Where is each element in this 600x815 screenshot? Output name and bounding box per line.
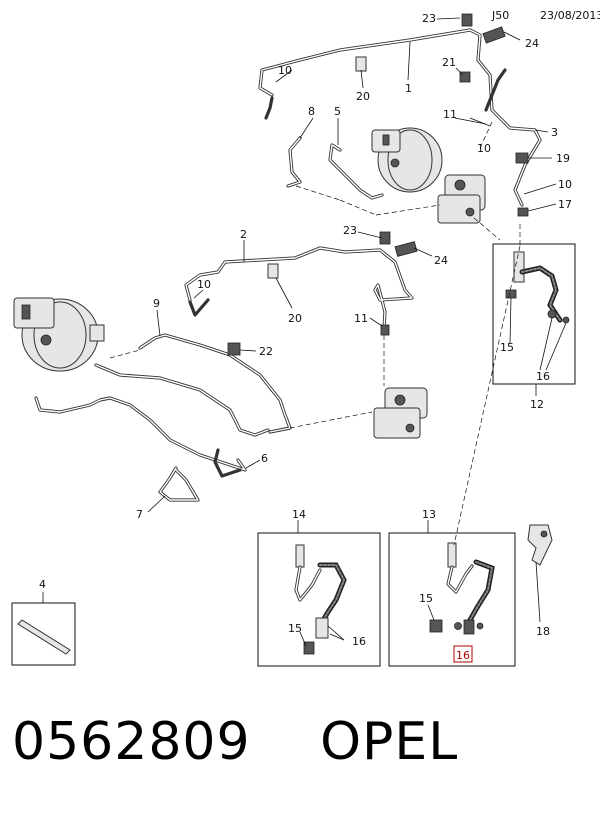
callout-17: 17 bbox=[558, 198, 572, 211]
callout-9: 9 bbox=[153, 297, 160, 310]
callout-12: 12 bbox=[530, 398, 544, 411]
callout-16-box12: 16 bbox=[536, 370, 550, 383]
highlight-box-16 bbox=[453, 645, 473, 663]
abs-unit-upper bbox=[437, 174, 486, 224]
callout-21: 21 bbox=[442, 56, 456, 69]
callout-22: 22 bbox=[259, 345, 273, 358]
callout-10: 10 bbox=[278, 64, 292, 77]
callout-15-box14: 15 bbox=[288, 622, 302, 635]
fitting-20-mid bbox=[267, 263, 279, 279]
upper-brake-pipe-assembly bbox=[258, 28, 542, 207]
fitting-22 bbox=[227, 342, 241, 356]
clip-24-mid bbox=[394, 241, 418, 257]
diagram-code: J50 bbox=[491, 9, 509, 22]
fitting-21 bbox=[459, 71, 471, 83]
diagram-date: 23/08/2013 bbox=[540, 9, 600, 22]
brake-lines-exploded-diagram: J50 23/08/2013 bbox=[11, 9, 600, 667]
callout-24: 24 bbox=[525, 37, 539, 50]
detail-box-13 bbox=[388, 532, 516, 667]
callout-14: 14 bbox=[292, 508, 306, 521]
hose-assembly-12 bbox=[505, 251, 570, 324]
callout-20: 20 bbox=[356, 90, 370, 103]
callout-7: 7 bbox=[136, 508, 143, 521]
hose-assembly-13 bbox=[429, 542, 495, 635]
fitting-20-upper bbox=[355, 56, 367, 72]
callout-16-box14: 16 bbox=[352, 635, 366, 648]
callout-24-mid: 24 bbox=[434, 254, 448, 267]
callout-23-mid: 23 bbox=[343, 224, 357, 237]
callout-6: 6 bbox=[261, 452, 268, 465]
detail-box-4 bbox=[11, 602, 76, 666]
callout-3: 3 bbox=[551, 126, 558, 139]
part-number: 0562809 bbox=[12, 712, 251, 772]
callout-10-mid: 10 bbox=[197, 278, 211, 291]
fitting-17 bbox=[517, 207, 529, 217]
brand-name: OPEL bbox=[320, 712, 459, 772]
callout-10-right: 10 bbox=[558, 178, 572, 191]
callout-20-mid: 20 bbox=[288, 312, 302, 325]
brake-booster-upper bbox=[371, 127, 443, 193]
callout-18: 18 bbox=[536, 625, 550, 638]
callout-23: 23 bbox=[422, 12, 436, 25]
middle-leader-lines bbox=[109, 217, 501, 513]
clip-23-mid bbox=[379, 231, 391, 245]
fitting-11-mid bbox=[380, 324, 390, 336]
detail-box-14 bbox=[257, 532, 381, 667]
sleeve-4 bbox=[17, 619, 71, 655]
callout-13: 13 bbox=[422, 508, 436, 521]
callout-5: 5 bbox=[334, 105, 341, 118]
detail-box-12 bbox=[492, 243, 576, 385]
callout-15-box13: 15 bbox=[419, 592, 433, 605]
part-footer: 0562809 OPEL bbox=[12, 712, 458, 792]
callout-15-box12: 15 bbox=[500, 341, 514, 354]
bracket-18 bbox=[527, 524, 553, 566]
abs-unit-lower bbox=[373, 387, 428, 439]
callout-4: 4 bbox=[39, 578, 46, 591]
callout-1: 1 bbox=[405, 82, 412, 95]
callout-8: 8 bbox=[308, 105, 315, 118]
callout-2: 2 bbox=[240, 228, 247, 241]
brake-booster-lower bbox=[13, 297, 105, 372]
clip-24-upper bbox=[482, 26, 506, 44]
callout-11-mid: 11 bbox=[354, 312, 368, 325]
callout-19: 19 bbox=[556, 152, 570, 165]
hose-assembly-14 bbox=[294, 544, 347, 655]
fitting-19 bbox=[515, 152, 529, 164]
callout-10-upper-right: 10 bbox=[477, 142, 491, 155]
upper-leader-lines bbox=[275, 17, 557, 216]
callout-16-highlighted: 16 bbox=[456, 649, 470, 662]
middle-brake-pipe-assembly bbox=[34, 246, 414, 502]
callout-11: 11 bbox=[443, 108, 457, 121]
clip-23-upper bbox=[461, 13, 473, 27]
